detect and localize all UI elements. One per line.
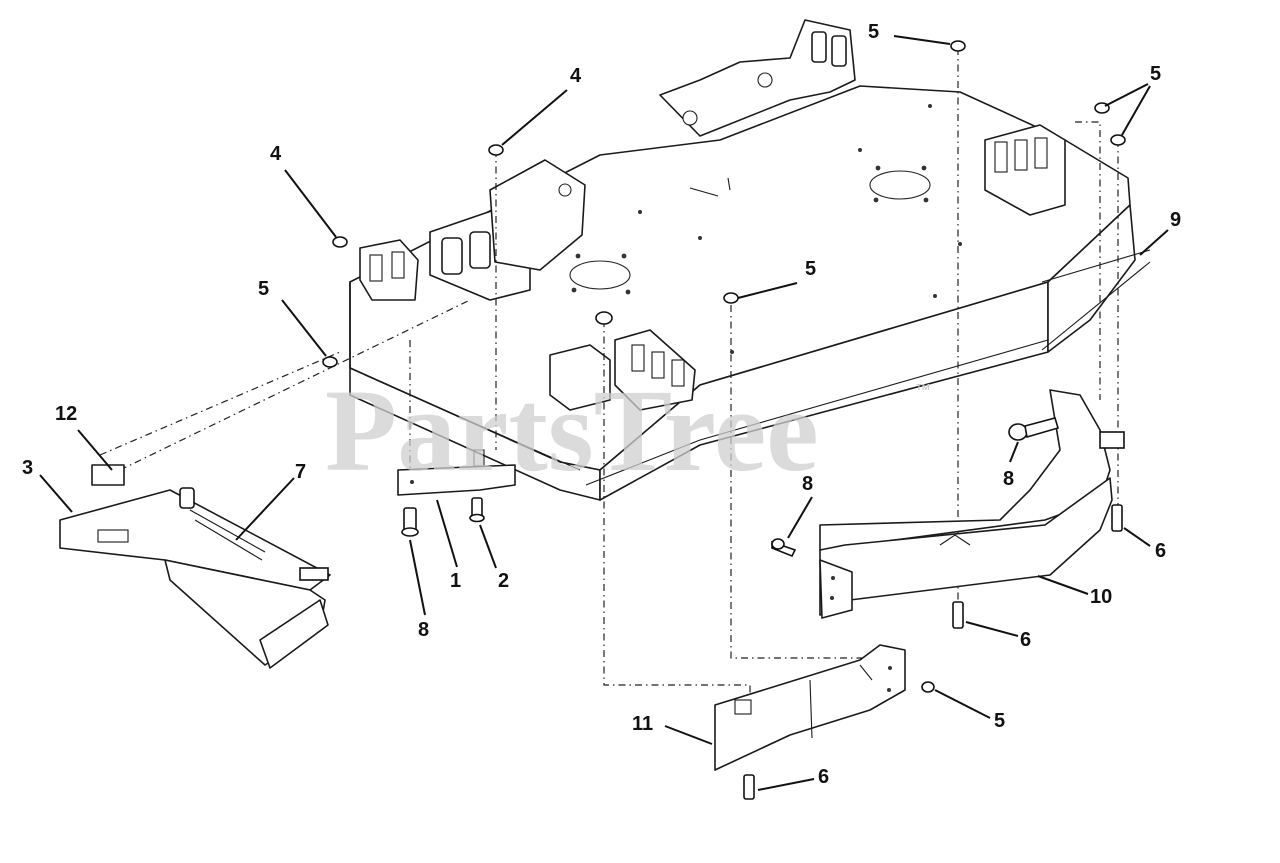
callout-5-topright: 5 bbox=[1150, 63, 1161, 85]
rod-7 bbox=[179, 487, 266, 561]
callout-8-mid: 8 bbox=[802, 473, 813, 495]
mower-deck-housing bbox=[349, 85, 1151, 501]
callout-6-right: 6 bbox=[1155, 540, 1166, 562]
callout-12: 12 bbox=[55, 403, 77, 425]
deck-right-skirt bbox=[1047, 204, 1136, 353]
callout-7: 7 bbox=[295, 461, 306, 483]
watermark: PartsTree ™ bbox=[325, 365, 931, 496]
watermark-trademark: ™ bbox=[915, 382, 931, 399]
callout-2: 2 bbox=[498, 570, 509, 592]
callout-8-right: 8 bbox=[1003, 468, 1014, 490]
discharge-chute-3 bbox=[59, 489, 331, 669]
bolt-2 bbox=[469, 497, 485, 523]
callout-5-bottom: 5 bbox=[994, 710, 1005, 732]
front-hitch-brackets bbox=[359, 159, 586, 301]
callout-8-left: 8 bbox=[418, 619, 429, 641]
callout-11: 11 bbox=[632, 713, 653, 735]
callout-9: 9 bbox=[1170, 209, 1181, 231]
rear-hitch-brackets bbox=[659, 19, 1066, 216]
callout-6-bottom: 6 bbox=[818, 766, 829, 788]
callout-5-mid: 5 bbox=[805, 258, 816, 280]
callout-4-left: 4 bbox=[270, 143, 282, 165]
callout-4-top: 4 bbox=[570, 65, 582, 87]
callout-3: 3 bbox=[22, 457, 33, 479]
baffle-11 bbox=[714, 644, 906, 771]
center-hitch-brackets bbox=[549, 329, 696, 411]
leader-lines bbox=[39, 35, 1169, 791]
callout-6-mid: 6 bbox=[1020, 629, 1031, 651]
baffle-10 bbox=[819, 389, 1125, 619]
callout-1: 1 bbox=[450, 570, 461, 592]
callout-labels: 5 5 4 4 9 5 5 12 3 7 8 8 6 10 6 1 2 8 11… bbox=[22, 21, 1181, 788]
part-1-plate bbox=[397, 449, 516, 496]
bolt-8-left bbox=[401, 507, 419, 537]
decal-12 bbox=[91, 464, 125, 486]
callout-10: 10 bbox=[1090, 586, 1112, 608]
callout-5-top: 5 bbox=[868, 21, 879, 43]
callout-5-left: 5 bbox=[258, 278, 269, 300]
watermark-text: PartsTree bbox=[325, 365, 819, 496]
